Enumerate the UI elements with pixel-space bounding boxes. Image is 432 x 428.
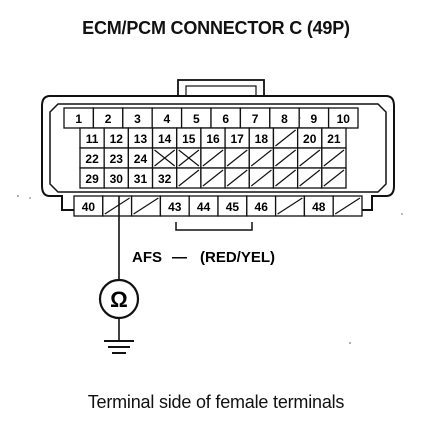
- diagram-caption: Terminal side of female terminals: [87, 392, 345, 412]
- pin-label: 21: [327, 132, 341, 146]
- pin-label: 44: [197, 200, 211, 214]
- unused-cavity-mark: [226, 169, 248, 187]
- pin-label: 16: [206, 132, 220, 146]
- unused-cavity-mark: [275, 129, 297, 147]
- pin-label: 48: [312, 200, 326, 214]
- unused-cavity-mark: [299, 169, 321, 187]
- blocked-cavity-mark: [154, 149, 176, 167]
- pin-label: 13: [134, 132, 148, 146]
- unused-cavity-mark: [277, 197, 303, 215]
- pin-label: 45: [226, 200, 240, 214]
- pin-label: 11: [86, 132, 99, 146]
- pin-label: 23: [110, 152, 124, 166]
- unused-cavity-mark: [334, 197, 361, 215]
- unused-cavity-mark: [323, 149, 345, 167]
- pin-label: 12: [110, 132, 124, 146]
- diagram-title: ECM/PCM CONNECTOR C (49P): [82, 18, 350, 38]
- ground-icon: [104, 340, 134, 354]
- pin-label: 5: [193, 112, 200, 126]
- unused-cavity-mark: [104, 197, 130, 215]
- pin-label: 14: [158, 132, 172, 146]
- unused-cavity-mark: [178, 169, 200, 187]
- unused-cavity-mark: [202, 149, 224, 167]
- pin-label: 2: [105, 112, 112, 126]
- unused-cavity-mark: [275, 149, 297, 167]
- pin-label: 15: [182, 132, 196, 146]
- pin-label: 18: [255, 132, 269, 146]
- unused-cavity-mark: [226, 149, 248, 167]
- pin-label: 31: [134, 172, 148, 186]
- pin-label: 6: [222, 112, 229, 126]
- pin-label: 29: [85, 172, 99, 186]
- pin-label: 9: [311, 112, 318, 126]
- unused-cavity-mark: [299, 149, 321, 167]
- unused-cavity-mark: [202, 169, 224, 187]
- wire-color: (RED/YEL): [200, 249, 275, 266]
- pin-label: 43: [168, 200, 182, 214]
- unused-cavity-mark: [133, 197, 159, 215]
- terminal-name: AFS: [132, 249, 162, 266]
- pin-label: 32: [158, 172, 172, 186]
- pin-label: 24: [134, 152, 148, 166]
- pin-label: 46: [255, 200, 269, 214]
- pin-label: 17: [231, 132, 245, 146]
- callout-dash: —: [172, 249, 187, 266]
- pin-label: 10: [337, 112, 351, 126]
- connector-housing: [41, 79, 395, 211]
- scan-specks: [17, 117, 403, 344]
- pin-label: 30: [110, 172, 124, 186]
- pin-label: 3: [134, 112, 141, 126]
- pin-label: 8: [281, 112, 288, 126]
- pin-label: 4: [164, 112, 171, 126]
- pin-label: 20: [303, 132, 317, 146]
- ohm-symbol: Ω: [110, 287, 128, 312]
- pin-label: 7: [252, 112, 259, 126]
- unused-cavity-mark: [250, 149, 272, 167]
- unused-cavity-mark: [323, 169, 345, 187]
- pin-label: 40: [82, 200, 96, 214]
- unused-cavity-mark: [250, 169, 272, 187]
- blocked-cavity-mark: [178, 149, 200, 167]
- ohmmeter-icon: Ω: [98, 278, 140, 320]
- unused-cavity-mark: [275, 169, 297, 187]
- terminal-callout: AFS — (RED/YEL): [132, 249, 275, 266]
- pin-label: 1: [75, 112, 82, 126]
- pin-label: 22: [85, 152, 99, 166]
- connector-key: [175, 222, 253, 231]
